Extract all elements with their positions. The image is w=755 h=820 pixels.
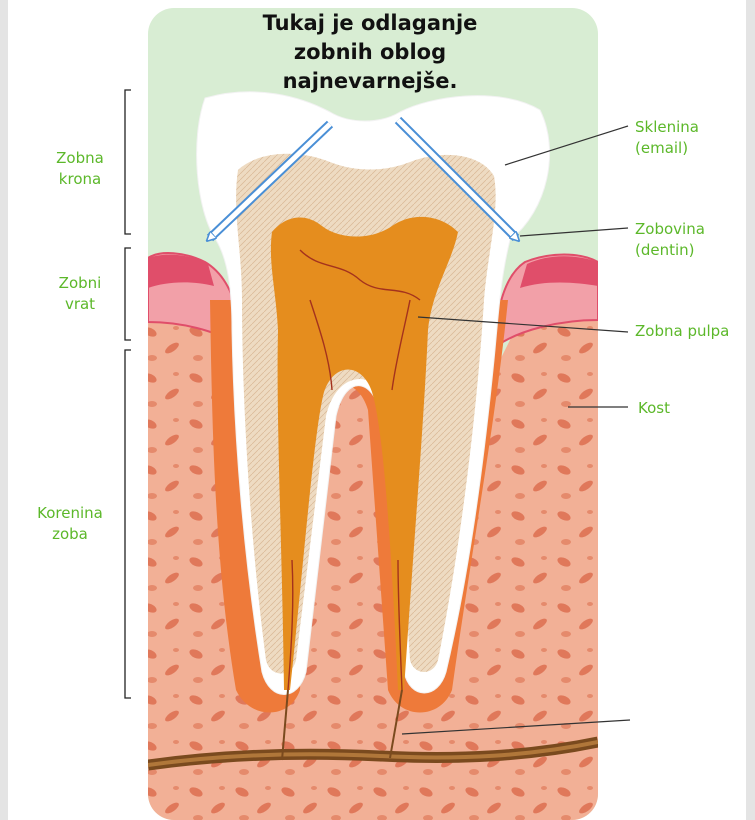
bracket-crown (125, 90, 131, 234)
label-root-line1: Korenina (18, 503, 122, 524)
title-line-2: zobnih oblog (190, 38, 550, 67)
label-pulp: Zobna pulpa (635, 321, 729, 342)
bracket-root (125, 350, 131, 698)
label-crown: Zobna krona (40, 148, 120, 190)
illustration-panel (148, 8, 598, 820)
page-edge-right (746, 0, 755, 820)
title-line-1: Tukaj je odlaganje (190, 9, 550, 38)
label-enamel-line1: Sklenina (635, 117, 699, 138)
label-crown-line2: krona (40, 169, 120, 190)
label-neck: Zobni vrat (40, 273, 120, 315)
label-root: Korenina zoba (18, 503, 122, 545)
title-line-3: najnevarnejše. (190, 67, 550, 96)
page-edge-left (0, 0, 8, 820)
label-dentin-line2: (dentin) (635, 240, 705, 261)
label-enamel-line2: (email) (635, 138, 699, 159)
diagram-title: Tukaj je odlaganje zobnih oblog najnevar… (190, 9, 550, 96)
bracket-neck (125, 248, 131, 340)
label-neck-line1: Zobni (40, 273, 120, 294)
label-enamel: Sklenina (email) (635, 117, 699, 159)
label-root-line2: zoba (18, 524, 122, 545)
label-neck-line2: vrat (40, 294, 120, 315)
label-dentin: Zobovina (dentin) (635, 219, 705, 261)
label-dentin-line1: Zobovina (635, 219, 705, 240)
label-crown-line1: Zobna (40, 148, 120, 169)
label-bone: Kost (638, 398, 670, 419)
